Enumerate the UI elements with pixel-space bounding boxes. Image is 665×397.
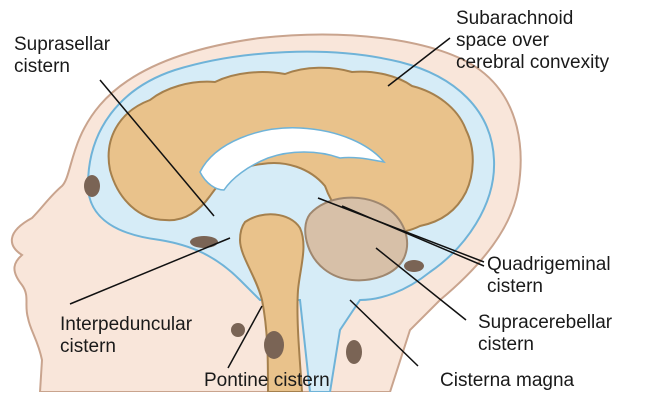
label-interpeduncular-line-2: cistern bbox=[60, 336, 116, 357]
label-suprasellar-line-1: Suprasellar bbox=[14, 34, 111, 55]
occipital-bone bbox=[404, 260, 424, 272]
label-suprasellar: Suprasellar cistern bbox=[14, 34, 115, 77]
label-quadrigeminal-line-1: Quadrigeminal bbox=[487, 254, 611, 275]
label-supracerebellar-line-1: Supracerebellar bbox=[478, 312, 613, 333]
dens-bone bbox=[264, 331, 284, 359]
atlas-bone bbox=[346, 340, 362, 364]
label-subarachnoid-line-1: Subarachnoid bbox=[456, 8, 573, 29]
label-suprasellar-line-2: cistern bbox=[14, 56, 70, 77]
label-subarachnoid: Subarachnoid space over cerebral convexi… bbox=[456, 8, 610, 73]
atlas-front bbox=[231, 323, 245, 337]
label-subarachnoid-line-2: space over bbox=[456, 30, 550, 51]
sella-bone bbox=[190, 236, 218, 248]
label-subarachnoid-line-3: cerebral convexity bbox=[456, 52, 610, 73]
label-quadrigeminal: Quadrigeminal cistern bbox=[487, 254, 616, 297]
label-supracerebellar: Supracerebellar cistern bbox=[478, 312, 617, 355]
frontal-sinus bbox=[84, 175, 100, 197]
label-quadrigeminal-line-2: cistern bbox=[487, 276, 543, 297]
label-magna: Cisterna magna bbox=[440, 370, 575, 391]
label-pontine: Pontine cistern bbox=[204, 370, 330, 391]
label-supracerebellar-line-2: cistern bbox=[478, 334, 534, 355]
label-interpeduncular-line-1: Interpeduncular bbox=[60, 314, 193, 335]
